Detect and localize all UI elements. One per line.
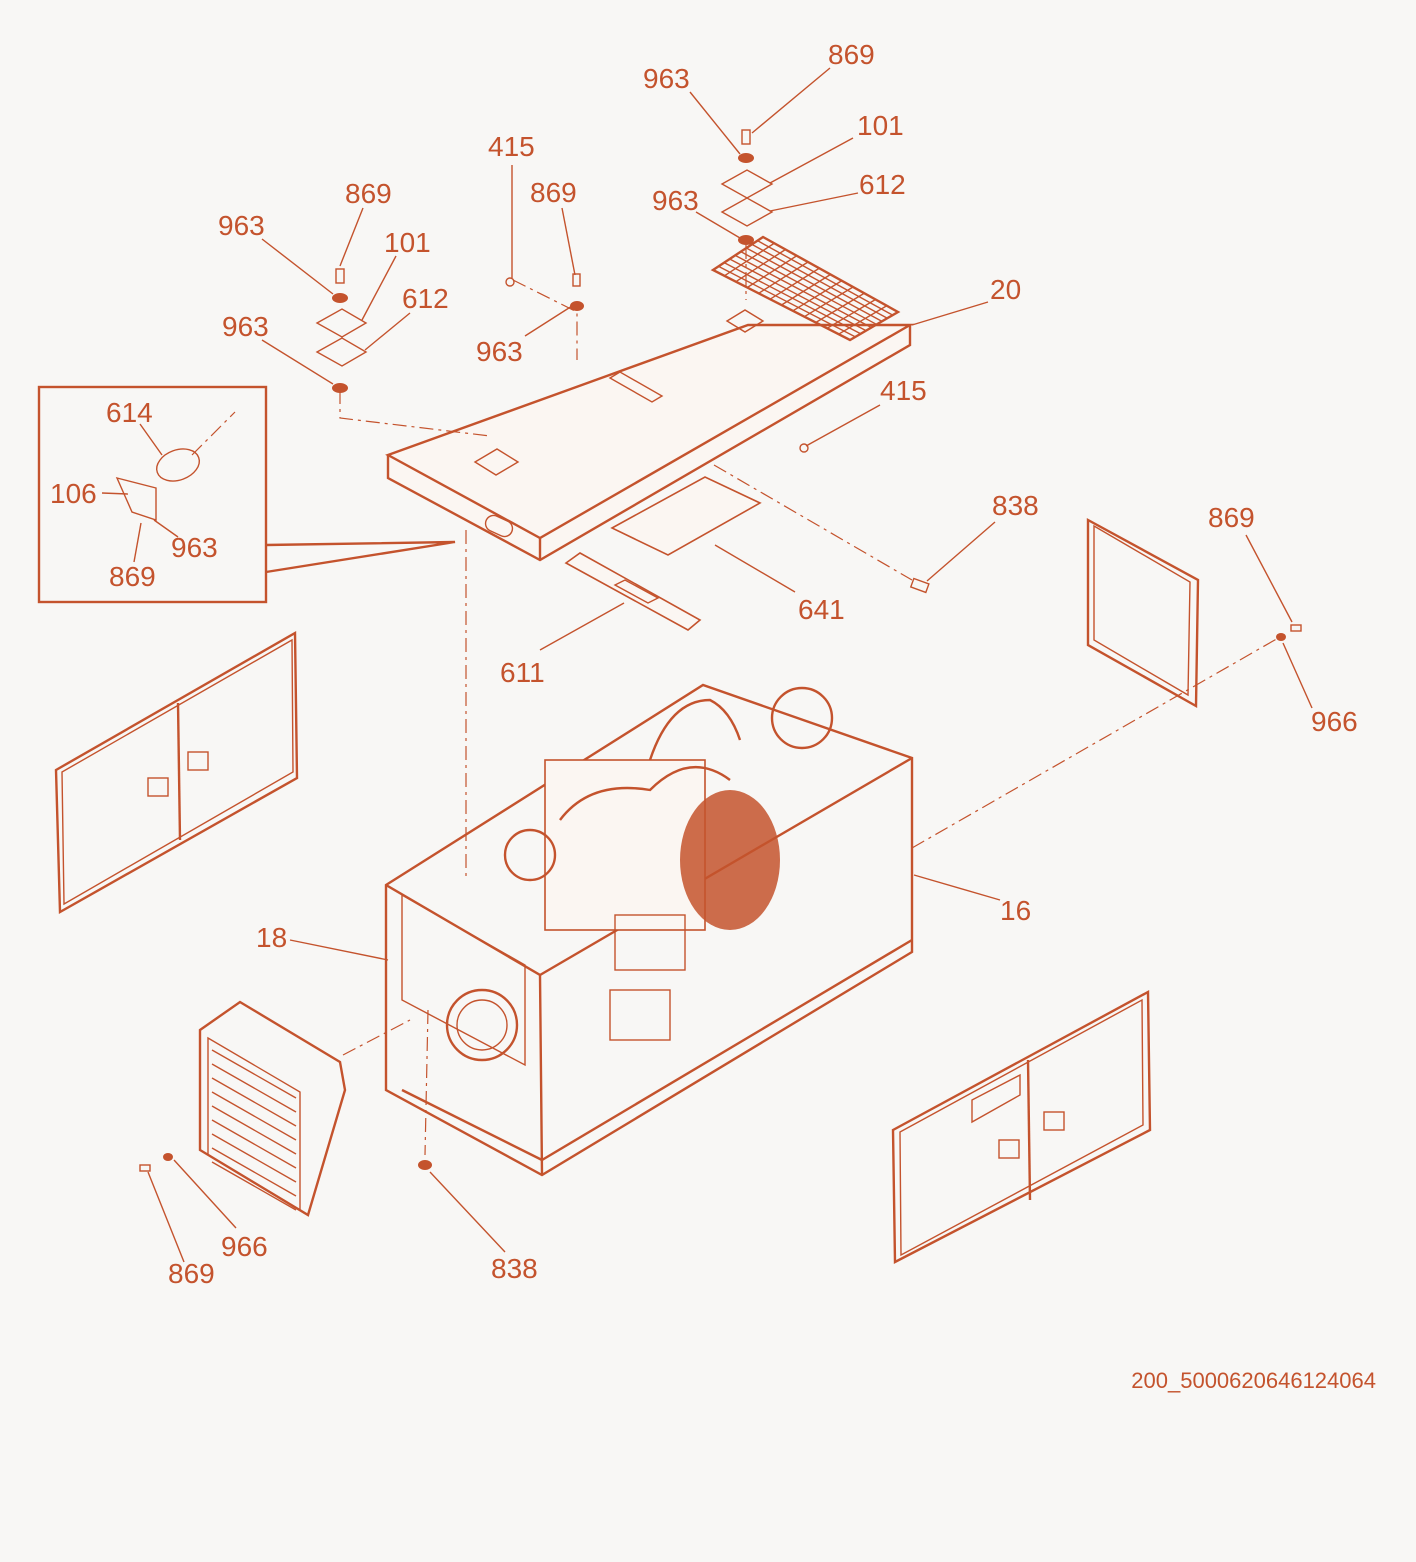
grille-bar [724, 242, 775, 277]
label-614: 614 [106, 397, 153, 428]
side-door-left [54, 630, 299, 915]
label-869: 869 [345, 178, 392, 209]
grille-bar [838, 305, 888, 335]
label-415: 415 [488, 131, 535, 162]
label-20: 20 [990, 274, 1021, 305]
label-16: 16 [1000, 895, 1031, 926]
label-18: 18 [256, 922, 287, 953]
grille-bar [815, 292, 865, 324]
label-963: 963 [171, 532, 218, 563]
louvre-slat [211, 1133, 297, 1183]
label-838: 838 [992, 490, 1039, 521]
grille-bar [792, 280, 843, 312]
grille-bar [746, 255, 798, 289]
generator-enclosure [384, 683, 914, 1177]
part-number-labels: 869 963 101 612 963 415 869 963 869 963 … [50, 39, 1358, 1289]
grille-bar [826, 298, 876, 329]
leader-lines [101, 67, 1313, 1263]
label-963: 963 [222, 311, 269, 342]
grille-bar [803, 286, 854, 318]
louvre-slat [211, 1161, 297, 1211]
louvre-slat [211, 1077, 297, 1127]
alignment-lines [339, 245, 1281, 1156]
grille-bar [735, 248, 786, 283]
side-door-right [891, 990, 1152, 1264]
louvre-slat [211, 1091, 297, 1141]
label-415: 415 [880, 375, 927, 406]
grille-bar [769, 267, 820, 300]
louvre-end-panel [139, 1000, 432, 1217]
label-963: 963 [652, 185, 699, 216]
label-966: 966 [221, 1231, 268, 1262]
label-838: 838 [491, 1253, 538, 1284]
label-869: 869 [109, 561, 156, 592]
louvre-slat [211, 1105, 297, 1155]
drawing-id: 200_5000620646124064 [1131, 1368, 1376, 1393]
detail-inset [37, 385, 456, 604]
cover-plate-641 [610, 476, 762, 556]
label-641: 641 [798, 594, 845, 625]
hardware-stack-left [315, 268, 368, 393]
grille-bar [758, 261, 809, 294]
label-966: 966 [1311, 706, 1358, 737]
louvre-slat [211, 1063, 297, 1113]
label-963: 963 [643, 63, 690, 94]
louvre-slat [211, 1119, 297, 1169]
label-869: 869 [1208, 502, 1255, 533]
label-106: 106 [50, 478, 97, 509]
label-101: 101 [857, 110, 904, 141]
label-611: 611 [500, 657, 545, 688]
strip-plate-611 [564, 552, 702, 631]
grille-bar [781, 273, 831, 306]
label-612: 612 [859, 169, 906, 200]
label-963: 963 [476, 336, 523, 367]
hardware-stack-right [720, 129, 774, 245]
label-963: 963 [218, 210, 265, 241]
end-panel-right [1086, 517, 1302, 709]
hardware-stack-center [505, 273, 930, 594]
label-612: 612 [402, 283, 449, 314]
louvre-slat [211, 1147, 297, 1197]
label-869: 869 [168, 1258, 215, 1289]
louvre-slat [211, 1049, 297, 1099]
label-869: 869 [828, 39, 875, 70]
label-101: 101 [384, 227, 431, 258]
label-869: 869 [530, 177, 577, 208]
